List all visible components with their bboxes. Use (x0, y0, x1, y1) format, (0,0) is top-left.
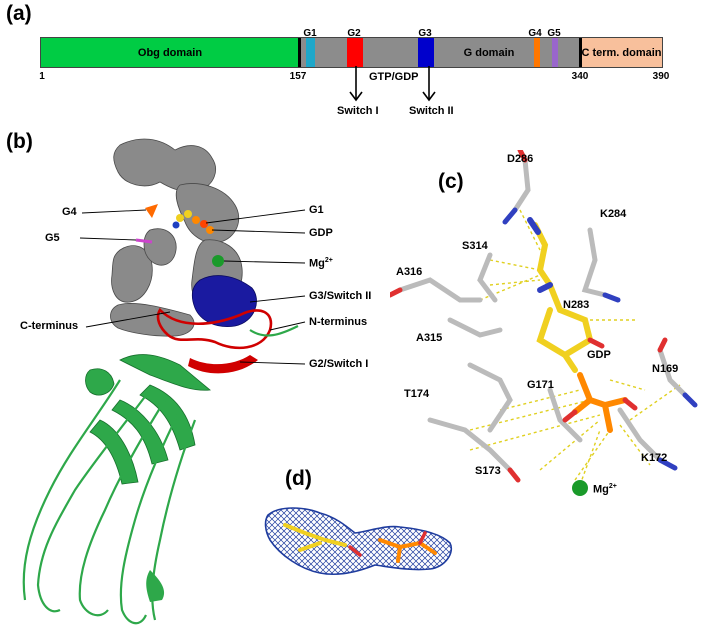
label-gdp-c: GDP (587, 349, 611, 361)
panel-b-structure (22, 138, 306, 625)
position-340: 340 (571, 71, 589, 82)
motif-g3-label: G3 (418, 28, 432, 39)
label-n169: N169 (652, 363, 679, 375)
panel-b-leaders (79, 209, 306, 365)
g-domain-label: G domain (463, 46, 515, 59)
c-term-domain-block: C term. domain (581, 38, 662, 67)
position-157: 157 (289, 71, 307, 82)
label-s173: S173 (475, 465, 501, 477)
mg-ion-c (572, 480, 588, 496)
panel-a-label: (a) (6, 2, 32, 25)
position-390: 390 (652, 71, 670, 82)
domain-bar: Obg domain G domain C term. domain (40, 37, 663, 68)
label-k172: K172 (641, 452, 668, 464)
switch2-label: Switch II (409, 105, 454, 117)
label-n-terminus: N-terminus (309, 316, 368, 328)
label-mg-c: Mg2+ (593, 483, 617, 496)
label-g2-switch1: G2/Switch I (309, 358, 369, 370)
switch1-loop (156, 307, 273, 350)
label-s314: S314 (462, 240, 488, 252)
hydrogen-bonds (469, 209, 681, 486)
motif-g4 (534, 38, 540, 67)
label-g3-switch2: G3/Switch II (309, 290, 372, 302)
boundary-340 (579, 38, 582, 67)
obg-domain-block: Obg domain (41, 38, 299, 67)
motif-g2-label: G2 (347, 28, 361, 39)
panel-d-density (264, 507, 452, 576)
motif-g3 (418, 38, 434, 67)
label-gdp: GDP (309, 227, 333, 239)
motif-g5-label: G5 (547, 28, 561, 39)
obg-domain-label: Obg domain (137, 46, 203, 59)
label-g5: G5 (45, 232, 60, 244)
label-a315: A315 (416, 332, 443, 344)
position-1: 1 (39, 71, 45, 82)
label-c-terminus: C-terminus (20, 320, 79, 332)
label-n283: N283 (563, 299, 590, 311)
motif-g1 (306, 38, 315, 67)
label-d286: D286 (507, 153, 534, 165)
switch1-label: Switch I (337, 105, 379, 117)
c-term-domain-label: C term. domain (581, 46, 662, 59)
panel-c-label: (c) (438, 170, 464, 193)
motif-g4-label: G4 (528, 28, 542, 39)
motif-g5 (552, 38, 558, 67)
boundary-157 (298, 38, 301, 67)
label-g1: G1 (309, 204, 324, 216)
ligand-label: GTP/GDP (369, 71, 419, 83)
mg-ion (212, 255, 224, 267)
motif-g1-label: G1 (303, 28, 317, 39)
gdp-sticks (532, 222, 594, 373)
panel-c-structure (390, 150, 698, 496)
label-t174: T174 (404, 388, 430, 400)
motif-g2 (347, 38, 363, 67)
panel-d-label: (d) (285, 467, 312, 490)
label-mg: Mg2+ (309, 257, 333, 270)
label-g171: G171 (527, 379, 554, 391)
panel-b-label: (b) (6, 130, 33, 153)
phosphate-sticks (572, 372, 628, 433)
switch-arrows (349, 66, 436, 102)
obg-domain-ribbon (85, 354, 211, 485)
gdp-ligand (172, 210, 214, 234)
label-k284: K284 (600, 208, 627, 220)
residue-sticks (397, 157, 688, 473)
label-g4: G4 (62, 206, 77, 218)
label-a316: A316 (396, 266, 423, 278)
